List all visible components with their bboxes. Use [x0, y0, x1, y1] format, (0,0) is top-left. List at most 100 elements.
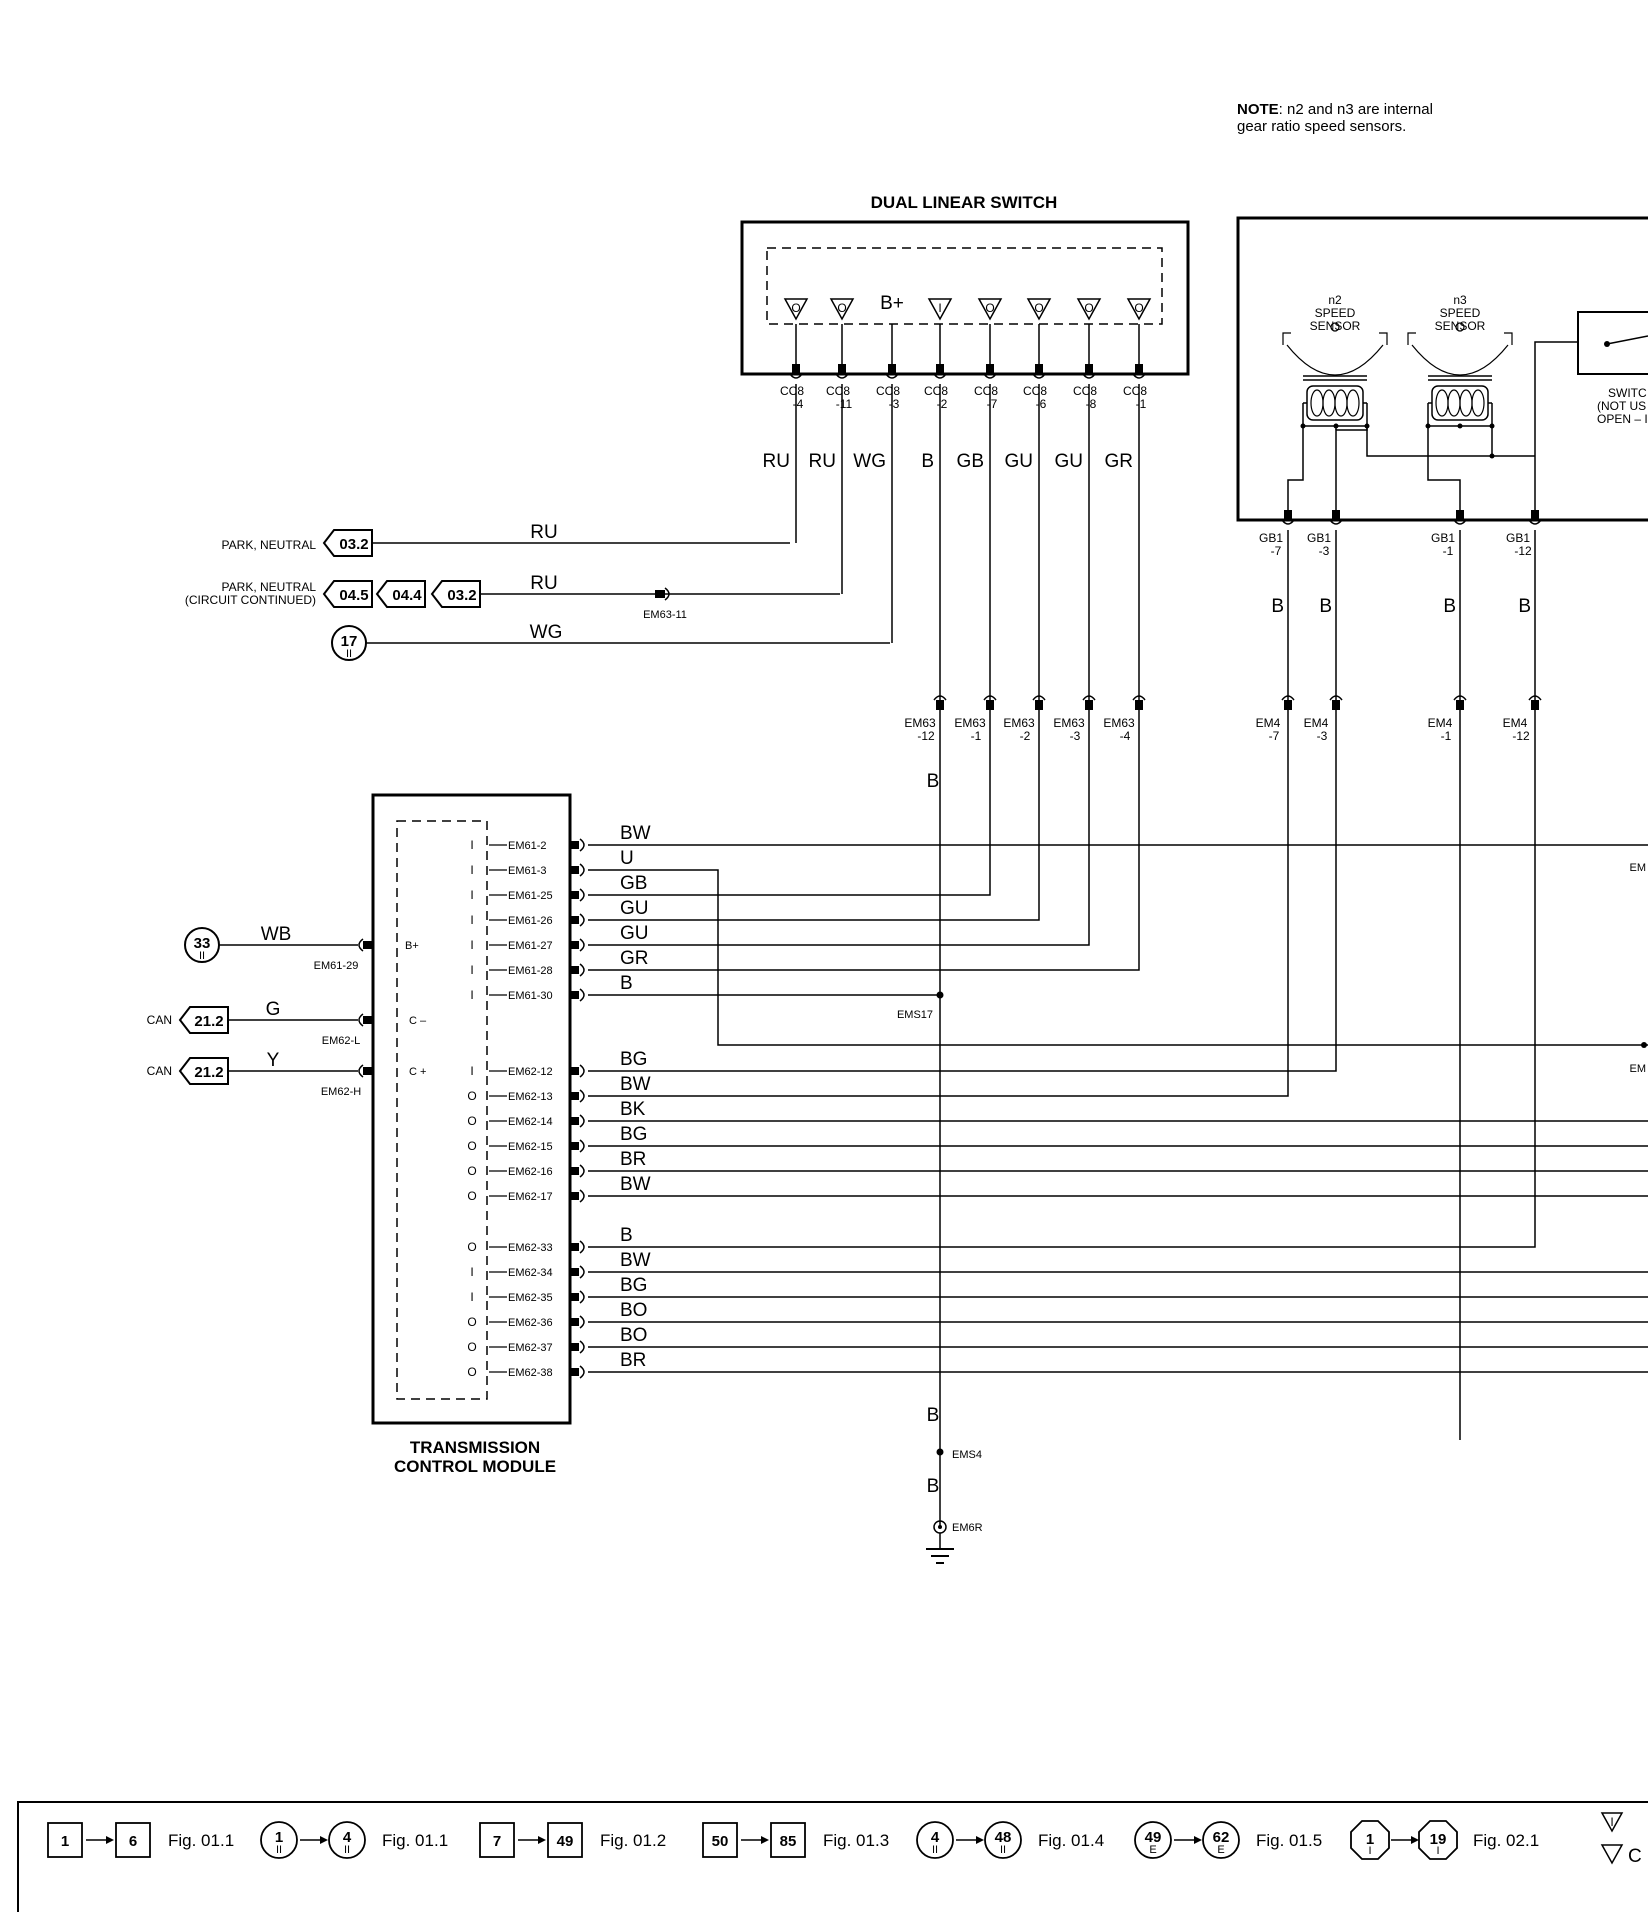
- tcm-pin-label-17: EM62-37: [508, 1342, 553, 1354]
- tcm-power-input: 33 II WB EM61-29 B+: [184, 924, 419, 972]
- svg-text:EM62-H: EM62-H: [321, 1086, 361, 1098]
- tcm-pin-sym-9: O: [467, 1114, 476, 1128]
- em63-pin-0: -12: [917, 729, 935, 743]
- tcm-pin-wire-16: BO: [620, 1300, 647, 1321]
- cc8-conn-3: CC8: [924, 384, 948, 398]
- svg-text:C –: C –: [409, 1015, 427, 1027]
- cc8-wire-1: RU: [809, 451, 836, 472]
- tcm-pin-label-7: EM62-12: [508, 1066, 553, 1078]
- cc8-pin-5: -6: [1036, 397, 1047, 411]
- gb1-pin-1: -3: [1319, 544, 1330, 558]
- em63-b-wire: B: [927, 771, 940, 792]
- switch-pin-6-triangle: [1076, 298, 1102, 321]
- n2-gear: [1282, 332, 1388, 376]
- can-low-input: CAN 21.2 G EM62-L C –: [147, 999, 427, 1047]
- cc8-wire-2: WG: [853, 451, 886, 472]
- svg-text:II: II: [199, 950, 205, 962]
- svg-text:EM62-L: EM62-L: [322, 1035, 361, 1047]
- em-right-label-1: EM: [1630, 862, 1647, 874]
- svg-text:EM63-11: EM63-11: [643, 609, 687, 621]
- tcm-pin-sym-10: O: [467, 1139, 476, 1153]
- tcm-pin-sym-8: O: [467, 1089, 476, 1103]
- svg-text:Y: Y: [267, 1050, 280, 1071]
- tcm-pin-wire-1: U: [620, 848, 634, 869]
- em4-conn-3: EM4: [1503, 716, 1528, 730]
- legend-to-2: 49: [557, 1833, 574, 1850]
- tcm-pin-wire-14: BW: [620, 1250, 651, 1271]
- svg-text:C +: C +: [409, 1066, 426, 1078]
- svg-text:03.2: 03.2: [339, 536, 368, 553]
- legend-fig-6: Fig. 02.1: [1473, 1831, 1539, 1850]
- switch-pin-0-triangle: [783, 298, 809, 321]
- gb1-conn-2: GB1: [1431, 531, 1455, 545]
- tcm-pin-sym-6: I: [470, 988, 473, 1002]
- em4-conn-1: EM4: [1304, 716, 1329, 730]
- tcm-pin-sym-5: I: [470, 963, 473, 977]
- gb1-conn-3: GB1: [1506, 531, 1530, 545]
- switch-pin-4-symbol: O: [985, 301, 994, 315]
- em4-pin-2: -1: [1441, 729, 1452, 743]
- legend-to-2-square: [547, 1822, 583, 1858]
- tcm-pin-wire-7: BG: [620, 1049, 647, 1070]
- legend-to-5-circle: [1202, 1821, 1240, 1859]
- gb1-wire-3: B: [1518, 596, 1531, 617]
- speed-sensor-module: [1236, 216, 1648, 522]
- tcm-pin-wire-12: BW: [620, 1174, 651, 1195]
- em63-conn-2: EM63: [1003, 716, 1035, 730]
- em63-pin-1: -1: [971, 729, 982, 743]
- legend-from-0: 1: [61, 1833, 69, 1850]
- tcm-pin-sym-11: O: [467, 1164, 476, 1178]
- switch-pin-3-symbol: I: [938, 301, 941, 315]
- gb1-wire-2: B: [1443, 596, 1456, 617]
- cc8-wire-4: GB: [957, 451, 984, 472]
- tcm-pin-sym-2: I: [470, 888, 473, 902]
- em4-pin-0: -7: [1269, 729, 1280, 743]
- legend-to-6: 19: [1430, 1831, 1447, 1848]
- ems4-label: EMS4: [952, 1449, 982, 1461]
- cc8-wire-3: B: [921, 451, 934, 472]
- svg-text:04.4: 04.4: [392, 587, 422, 604]
- svg-text:21.2: 21.2: [194, 1013, 223, 1030]
- tcm-pin-sym-14: I: [470, 1265, 473, 1279]
- tcm-pin-label-9: EM62-14: [508, 1116, 553, 1128]
- cc8-pin-0: -4: [793, 397, 804, 411]
- tcm-pin-label-8: EM62-13: [508, 1091, 553, 1103]
- legend-from-3: 50: [712, 1833, 729, 1850]
- tcm-pin-sym-1: I: [470, 863, 473, 877]
- dual-linear-switch: [740, 220, 1190, 376]
- legend-from-4-circle: [916, 1821, 954, 1859]
- svg-text:04.5: 04.5: [339, 587, 368, 604]
- tcm-pin-wire-0: BW: [620, 823, 651, 844]
- legend-fig-1: Fig. 01.1: [382, 1831, 448, 1850]
- svg-text:PARK, NEUTRAL: PARK, NEUTRAL: [222, 538, 317, 552]
- legend-from-1: 1: [275, 1829, 283, 1846]
- legend-to-4-circle: [984, 1821, 1022, 1859]
- svg-text:B+: B+: [405, 940, 419, 952]
- legend-to-6-sub: I: [1436, 1845, 1439, 1857]
- svg-text:G: G: [266, 999, 281, 1020]
- tcm-pin-wire-5: GR: [620, 948, 649, 969]
- park-neutral-row-1: PARK, NEUTRAL 03.2 RU: [222, 522, 790, 557]
- switch-pin-4-triangle: [977, 298, 1003, 321]
- legend-fig-0: Fig. 01.1: [168, 1831, 234, 1850]
- tcm-pin-label-14: EM62-34: [508, 1267, 553, 1279]
- ground-b-wire-2: B: [927, 1476, 940, 1497]
- tcm-pin-wire-4: GU: [620, 923, 649, 944]
- tcm-pin-label-16: EM62-36: [508, 1317, 553, 1329]
- tcm-pin-label-6: EM61-30: [508, 990, 553, 1002]
- switch-title: DUAL LINEAR SWITCH: [871, 193, 1058, 212]
- gb1-pin-2: -1: [1443, 544, 1454, 558]
- ems17-label: EMS17: [897, 1009, 933, 1021]
- legend-to-4-sub: II: [1000, 1844, 1006, 1856]
- tcm-pin-sym-3: I: [470, 913, 473, 927]
- legend-from-6-sub: I: [1368, 1845, 1371, 1857]
- legend-from-4-sub: II: [932, 1844, 938, 1856]
- switch-pin-0-symbol: O: [791, 301, 800, 315]
- legend-to-6-octagon: [1418, 1820, 1458, 1860]
- legend-from-0-square: [47, 1822, 83, 1858]
- em4-conn-2: EM4: [1428, 716, 1453, 730]
